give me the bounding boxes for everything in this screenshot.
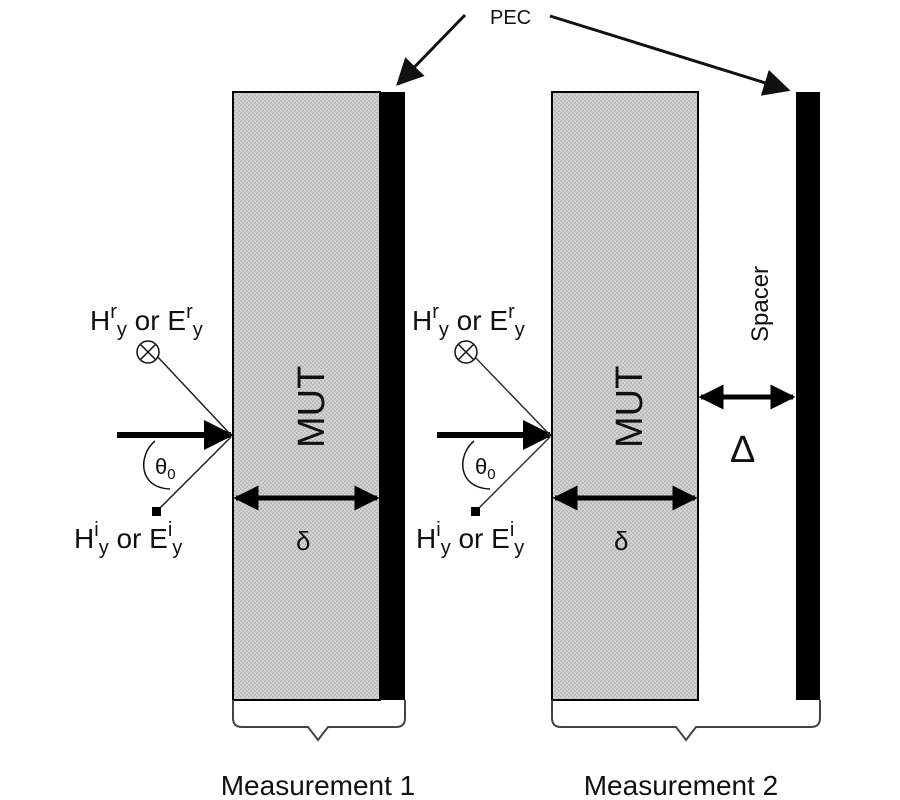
measurement-1-setup: MUT δ θ0 Hry or Ery Hiy or Eiy Measureme…: [74, 91, 416, 800]
angle-label-2: θ0: [475, 454, 496, 483]
out-of-page-icon-2: [471, 507, 480, 516]
reflected-ray-2: [471, 353, 551, 436]
mut-label-2: MUT: [609, 366, 651, 448]
pec-arrow-1: [396, 13, 467, 86]
angle-arc-1: [142, 440, 171, 490]
mut-block-2: [551, 91, 699, 701]
reflected-field-label-2: Hry or Ery: [412, 301, 525, 341]
spacer-label: Spacer: [747, 266, 774, 342]
into-page-icon-2: [454, 340, 478, 364]
incident-field-label-2: Hiy or Eiy: [416, 519, 524, 559]
angle-arc-2: [462, 440, 491, 490]
pec-arrow-2: [549, 14, 791, 96]
brace-2: [551, 700, 821, 742]
into-page-icon-1: [136, 340, 160, 364]
thickness-symbol-1: δ: [296, 526, 310, 556]
reflected-field-label-1: Hry or Ery: [90, 301, 203, 341]
measurement-1-label: Measurement 1: [221, 770, 416, 800]
measurement-2-label: Measurement 2: [584, 770, 779, 800]
incident-field-label-1: Hiy or Eiy: [74, 519, 182, 559]
angle-label-1: θ0: [155, 454, 176, 483]
reflected-ray-1: [154, 353, 232, 436]
out-of-page-icon-1: [152, 507, 161, 516]
mut-block-1: [232, 91, 381, 701]
spacer-symbol: Δ: [730, 429, 755, 471]
mut-label-1: MUT: [291, 366, 333, 448]
pec-plate-2: [796, 92, 820, 700]
pec-label: PEC: [490, 7, 531, 29]
incident-ray-2: [475, 436, 551, 512]
thickness-symbol-2: δ: [614, 526, 628, 556]
measurement-2-setup: MUT δ Spacer Δ θ0 Hry or Ery Hiy or Eiy …: [412, 91, 821, 800]
incident-ray-1: [156, 436, 232, 512]
pec-plate-1: [380, 92, 405, 700]
brace-1: [232, 700, 406, 742]
